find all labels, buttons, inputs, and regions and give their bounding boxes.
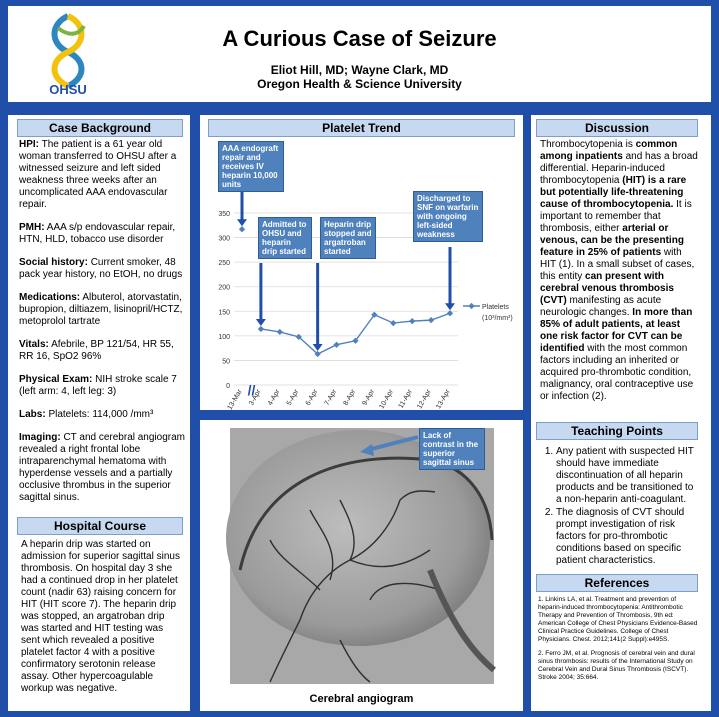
poster-header: OHSU A Curious Case of Seizure Eliot Hil… [8, 6, 711, 102]
x-tick-label: 13-Mar [227, 388, 244, 410]
annotation-discharged: Discharged to SNF on warfarin with ongoi… [413, 191, 483, 242]
author-names: Eliot Hill, MD; Wayne Clark, MD [270, 63, 449, 77]
discussion-heading: Discussion [536, 119, 698, 137]
arrow-admitted-head [255, 318, 266, 326]
poster-title: A Curious Case of Seizure [222, 26, 497, 51]
data-point [257, 325, 265, 333]
y-tick-label: 0 [226, 383, 230, 390]
data-point [427, 317, 435, 324]
data-point [409, 318, 416, 325]
axis-break-mark: // [248, 382, 256, 398]
teaching-point: Any patient with suspected HIT should ha… [556, 446, 698, 506]
y-tick-label: 200 [218, 285, 230, 292]
angiogram-image [226, 428, 496, 684]
y-tick-label: 250 [218, 260, 230, 267]
logo-text: OHSU [49, 82, 87, 96]
x-tick-label: 9-Apr [361, 388, 376, 407]
y-tick-label: 350 [218, 211, 230, 218]
x-tick-label: 8-Apr [343, 388, 358, 407]
y-tick-label: 300 [218, 236, 230, 243]
x-tick-label: 5-Apr [286, 388, 301, 407]
annotation-heparin-stopped: Heparin drip stopped and argatroban star… [320, 217, 376, 259]
arrow-heparin-stopped-head [312, 344, 323, 352]
data-point [238, 226, 246, 233]
discussion-text: Thrombocytopenia is common among inpatie… [540, 139, 698, 402]
x-tick-label: 10-Apr [378, 388, 395, 410]
right-column [531, 115, 711, 711]
platelet-trend-panel: Platelet Trend 0 50 100 150 200 250 300 350 13-M… [200, 115, 523, 410]
angiogram-caption: Cerebral angiogram [309, 693, 414, 705]
reference-item: 2. Ferro JM, et al. Prognosis of cerebra… [538, 650, 695, 681]
reference-item: 1. Linkins LA, et al. Treatment and prev… [538, 596, 698, 643]
x-tick-label: 7-Apr [324, 388, 339, 407]
references-heading: References [536, 574, 698, 592]
data-point [390, 319, 397, 327]
annotation-aaa-repair: AAA endograft repair and receives IV hep… [218, 141, 284, 192]
teaching-points-heading: Teaching Points [536, 422, 698, 440]
platelet-trend-heading: Platelet Trend [208, 119, 515, 137]
arrow-aaa-repair-head [237, 219, 247, 227]
references-list: 1. Linkins LA, et al. Treatment and prev… [538, 596, 698, 688]
data-point [333, 341, 340, 348]
y-tick-label: 100 [218, 334, 230, 341]
x-tick-label: 11-Apr [398, 388, 415, 410]
institution-name: Oregon Health & Science University [257, 77, 462, 91]
x-tick-label: 4-Apr [267, 388, 282, 407]
annotation-sagittal-sinus: Lack of contrast in the superior sagitta… [419, 428, 485, 470]
angiogram-panel: Lack of contrast in the superior sagitta… [200, 420, 523, 711]
poster-authors: Eliot Hill, MD; Wayne Clark, MD Oregon H… [8, 63, 711, 91]
data-point [276, 328, 283, 336]
arrow-discharged-head [445, 303, 455, 311]
teaching-points-list: Any patient with suspected HIT should ha… [538, 446, 698, 568]
x-tick-label: 12-Apr [416, 388, 433, 410]
hospital-course-text: A heparin drip was started on admission … [21, 539, 180, 694]
series-line [260, 312, 451, 355]
teaching-point: The diagnosis of CVT should prompt inves… [556, 507, 698, 567]
case-background-heading: Case Background [17, 119, 183, 137]
y-tick-label: 50 [222, 358, 230, 365]
case-background-text: HPI: The patient is a 61 year old woman … [19, 139, 186, 503]
x-tick-label: 13-Apr [435, 388, 452, 410]
sinus-arrow [360, 435, 419, 456]
legend-marker [468, 302, 475, 310]
left-column [8, 115, 190, 711]
y-tick-label: 150 [218, 309, 230, 316]
ohsu-logo: OHSU [49, 13, 87, 96]
x-tick-label: 6-Apr [305, 388, 320, 407]
legend-unit: (10³/mm³) [482, 315, 513, 322]
legend-label: Platelets [482, 304, 509, 311]
annotation-admitted: Admitted to OHSU and heparin drip starte… [258, 217, 312, 259]
hospital-course-heading: Hospital Course [17, 517, 183, 535]
